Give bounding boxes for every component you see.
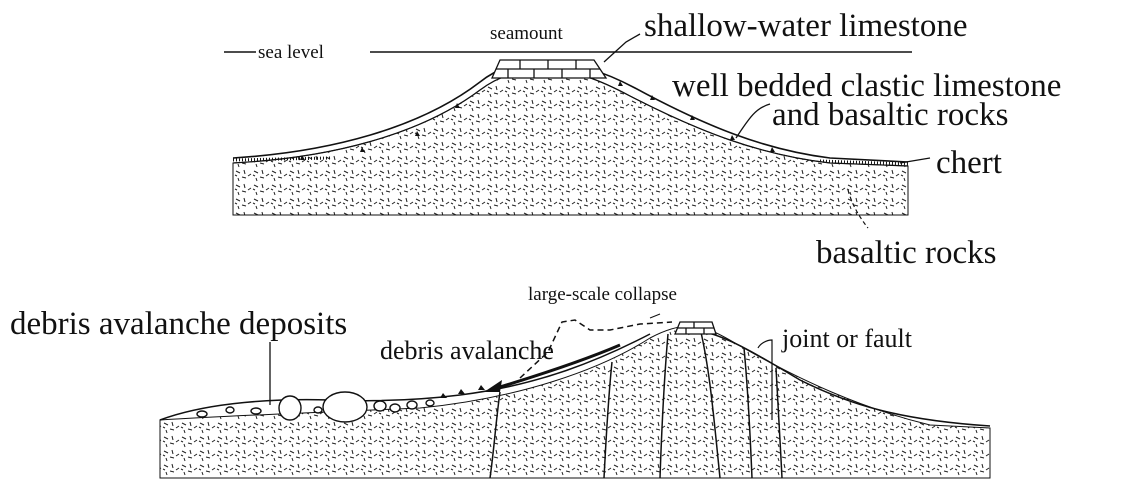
bedded-label-line2: and basaltic rocks bbox=[772, 99, 1008, 132]
debris-avalanche-arrowhead bbox=[484, 380, 502, 392]
bedded-leader bbox=[736, 104, 770, 138]
chert-leader bbox=[900, 158, 930, 163]
debris-avalanche-deposits-label: debris avalanche deposits bbox=[10, 308, 347, 341]
large-scale-collapse-label: large-scale collapse bbox=[528, 285, 677, 304]
bottom-limestone-cap bbox=[675, 322, 716, 334]
chert-label: chert bbox=[936, 147, 1002, 180]
top-limestone-cap bbox=[492, 60, 606, 78]
limestone-leader bbox=[604, 34, 640, 62]
collapse-leader bbox=[650, 314, 660, 318]
basaltic-rocks-label: basaltic rocks bbox=[816, 237, 997, 270]
debris-avalanche-label: debris avalanche bbox=[380, 338, 554, 364]
seamount-label: seamount bbox=[490, 24, 563, 43]
sea-level-label: sea level bbox=[258, 43, 324, 62]
joint-or-fault-label: joint or fault bbox=[782, 326, 912, 352]
shallow-water-limestone-label: shallow-water limestone bbox=[644, 10, 968, 43]
